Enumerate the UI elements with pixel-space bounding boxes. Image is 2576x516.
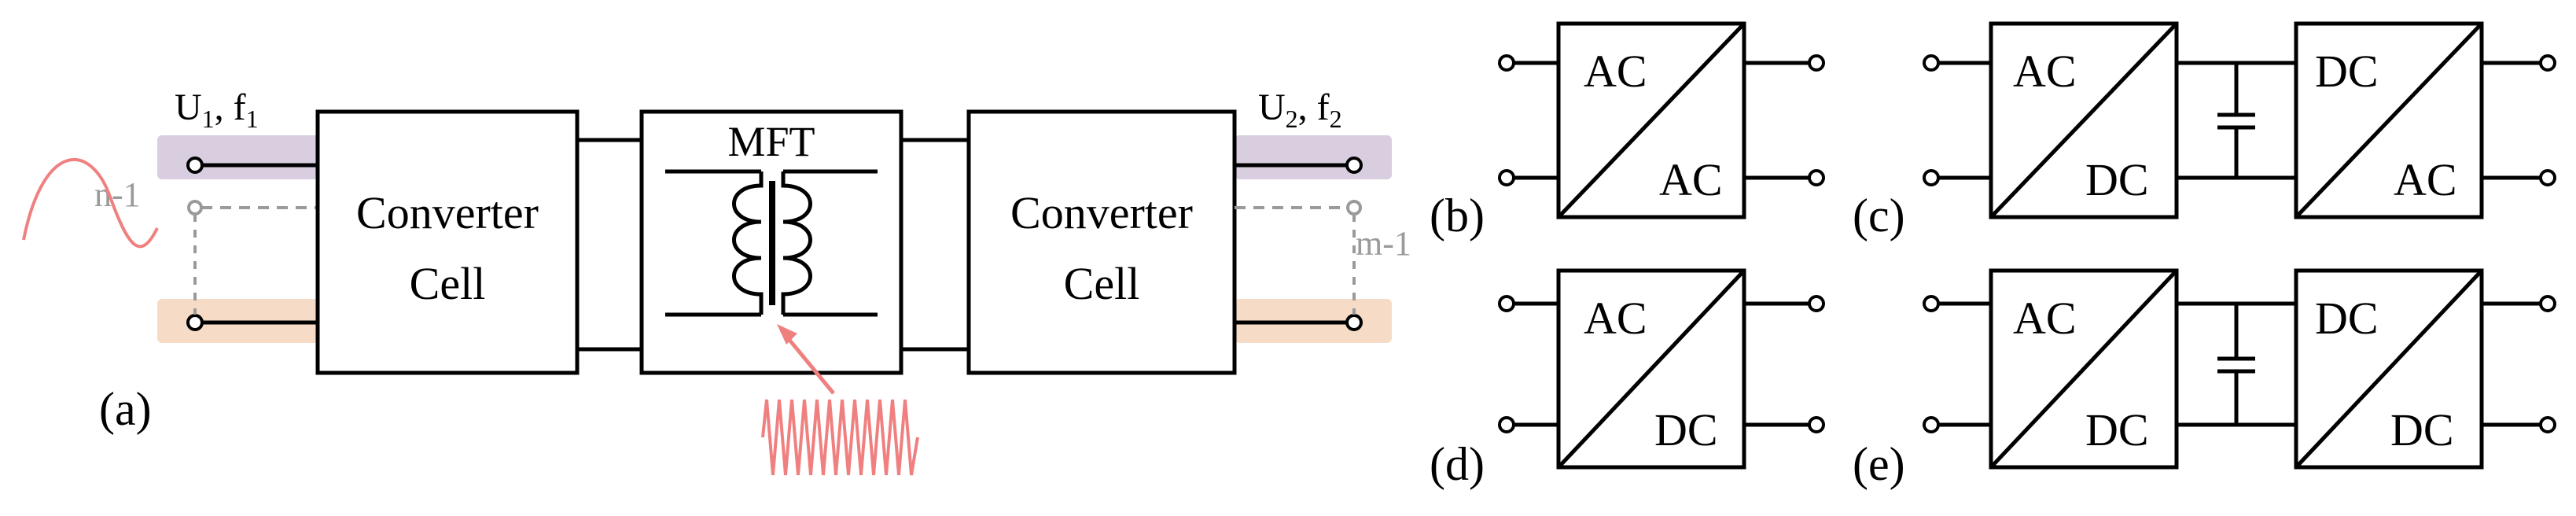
left-converter-cell: [315, 109, 580, 375]
left-count-label: n-1: [94, 175, 141, 214]
e-right-bottom-text: DC: [2390, 404, 2454, 455]
c-in-bottom-terminal: [1923, 169, 1940, 186]
right-block-line1: Converter: [1010, 187, 1193, 238]
panel-a-caption: (a): [99, 383, 152, 435]
d-out-top-terminal: [1808, 295, 1825, 312]
b-out-bottom-terminal: [1808, 169, 1825, 186]
panel-e-caption: (e): [1853, 438, 1905, 490]
right-converter-cell: [966, 109, 1237, 375]
e-out-bottom-terminal: [2539, 416, 2556, 433]
panel-c-caption: (c): [1853, 190, 1905, 241]
e-dc-link-capacitor: [2217, 304, 2255, 425]
panel-e: AC DC DC DC (e): [1853, 268, 2556, 490]
right-block-line2: Cell: [1064, 258, 1140, 309]
left-ghost-terminal: [187, 200, 203, 216]
e-left-bottom-text: DC: [2085, 404, 2149, 455]
b-bottom-text: AC: [1659, 154, 1723, 205]
c-in-top-terminal: [1923, 54, 1940, 72]
c-dc-link-capacitor: [2217, 63, 2255, 178]
hf-pointer-arrow: [780, 329, 835, 395]
panel-b: AC AC (b): [1430, 21, 1825, 241]
mft-label: MFT: [727, 118, 815, 165]
e-right-top-text: DC: [2315, 293, 2379, 344]
upper-bus-highlight-right: [1235, 135, 1392, 179]
right-upper-terminal: [1345, 157, 1363, 174]
e-in-bottom-terminal: [1923, 416, 1940, 433]
c-right-bottom-text: AC: [2394, 154, 2457, 205]
panel-c: AC DC DC AC (c): [1853, 21, 2556, 241]
b-top-text: AC: [1584, 46, 1647, 97]
right-count-label: m-1: [1356, 224, 1411, 263]
left-block-line1: Converter: [356, 187, 539, 238]
low-frequency-sine: [22, 157, 159, 249]
panel-d: AC DC (d): [1430, 268, 1825, 490]
b-in-bottom-terminal: [1498, 169, 1515, 186]
left-port-label: U1, f1: [175, 87, 259, 133]
d-top-text: AC: [1584, 293, 1647, 344]
right-lower-terminal: [1345, 314, 1363, 331]
c-left-top-text: AC: [2013, 46, 2077, 97]
b-out-top-terminal: [1808, 54, 1825, 72]
e-left-top-text: AC: [2013, 293, 2077, 344]
upper-bus-highlight: [157, 135, 322, 179]
e-in-top-terminal: [1923, 295, 1940, 312]
transformer-symbol: [665, 169, 878, 317]
left-upper-terminal: [186, 157, 204, 174]
d-bottom-text: DC: [1654, 404, 1718, 455]
b-in-top-terminal: [1498, 54, 1515, 72]
left-lower-terminal: [186, 314, 204, 331]
high-frequency-wave: [761, 399, 919, 476]
c-left-bottom-text: DC: [2085, 154, 2149, 205]
d-out-bottom-terminal: [1808, 416, 1825, 433]
e-out-top-terminal: [2539, 295, 2556, 312]
c-out-top-terminal: [2539, 54, 2556, 72]
d-in-top-terminal: [1498, 295, 1515, 312]
panel-d-caption: (d): [1430, 438, 1485, 490]
left-block-line2: Cell: [410, 258, 486, 309]
right-ghost-terminal: [1346, 200, 1362, 216]
panel-b-caption: (b): [1430, 190, 1485, 241]
d-in-bottom-terminal: [1498, 416, 1515, 433]
hf-pointer-arrowhead: [777, 324, 797, 345]
c-right-top-text: DC: [2315, 46, 2379, 97]
c-out-bottom-terminal: [2539, 169, 2556, 186]
right-port-label: U2, f2: [1258, 87, 1342, 133]
panel-a: U1, f1 U2, f2 n-1 Converter Cell MFT: [22, 87, 1411, 476]
